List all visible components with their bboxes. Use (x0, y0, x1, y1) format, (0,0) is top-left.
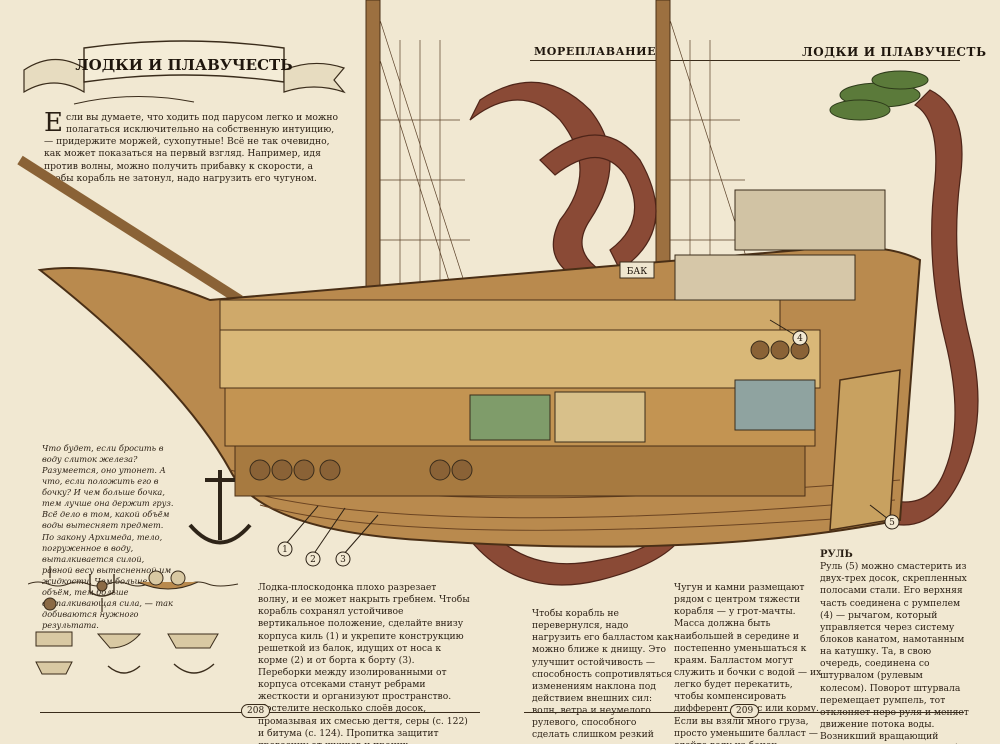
cabin-animals (554, 391, 646, 443)
right-col-1: Чтобы корабль не перевернулся, надо нагр… (532, 608, 674, 744)
cabin-cargo (469, 394, 551, 441)
intro-text: Е сли вы думаете, что ходить под парусом… (44, 108, 344, 185)
bak-sign (619, 261, 655, 279)
ship-cutaway-illustration: БАК 1 2 3 4 5 (17, 0, 979, 586)
right-page-number: 209 (730, 704, 760, 718)
rudder-title: РУЛЬ (820, 549, 853, 560)
left-bottom-text: Лодка-плоскодонка плохо разрезает волну,… (258, 582, 470, 744)
callout-5: 5 (889, 518, 895, 528)
deck-middle (219, 329, 821, 389)
anchor (188, 470, 252, 545)
callouts: 1 2 3 4 5 (277, 319, 900, 567)
barrels (249, 340, 810, 481)
right-col-2: Чугун и камни размещают рядом с центром … (674, 582, 822, 744)
cabin-stern-gallery (674, 254, 856, 301)
palm-trees (829, 70, 929, 121)
bak-sign-text: БАК (627, 267, 647, 277)
buoyancy-diagrams (28, 566, 239, 675)
callout-2: 2 (310, 555, 316, 565)
deck-upper (219, 299, 781, 331)
page-title: ЛОДКИ И ПЛАВУЧЕСТЬ (802, 45, 987, 59)
banner-title: ЛОДКИ И ПЛАВУЧЕСТЬ (75, 56, 292, 74)
callout-4: 4 (797, 334, 803, 344)
section-header: МОРЕПЛАВАНИЕ (534, 45, 657, 58)
cabin-captain (734, 189, 886, 251)
right-top-rule (530, 60, 960, 61)
side-note: Что будет, если бросить в воду слиток же… (42, 443, 174, 630)
left-page-number: 208 (241, 704, 271, 718)
cabin-car (734, 379, 816, 431)
bowsprit (17, 155, 243, 305)
rudder (829, 369, 901, 531)
intro-paragraph: сли вы думаете, что ходить под парусом л… (44, 112, 338, 184)
intro-dropcap: Е (44, 108, 63, 138)
callout-1: 1 (282, 545, 288, 555)
callout-3: 3 (340, 555, 346, 565)
title-banner: ЛОДКИ И ПЛАВУЧЕСТЬ (23, 40, 346, 105)
